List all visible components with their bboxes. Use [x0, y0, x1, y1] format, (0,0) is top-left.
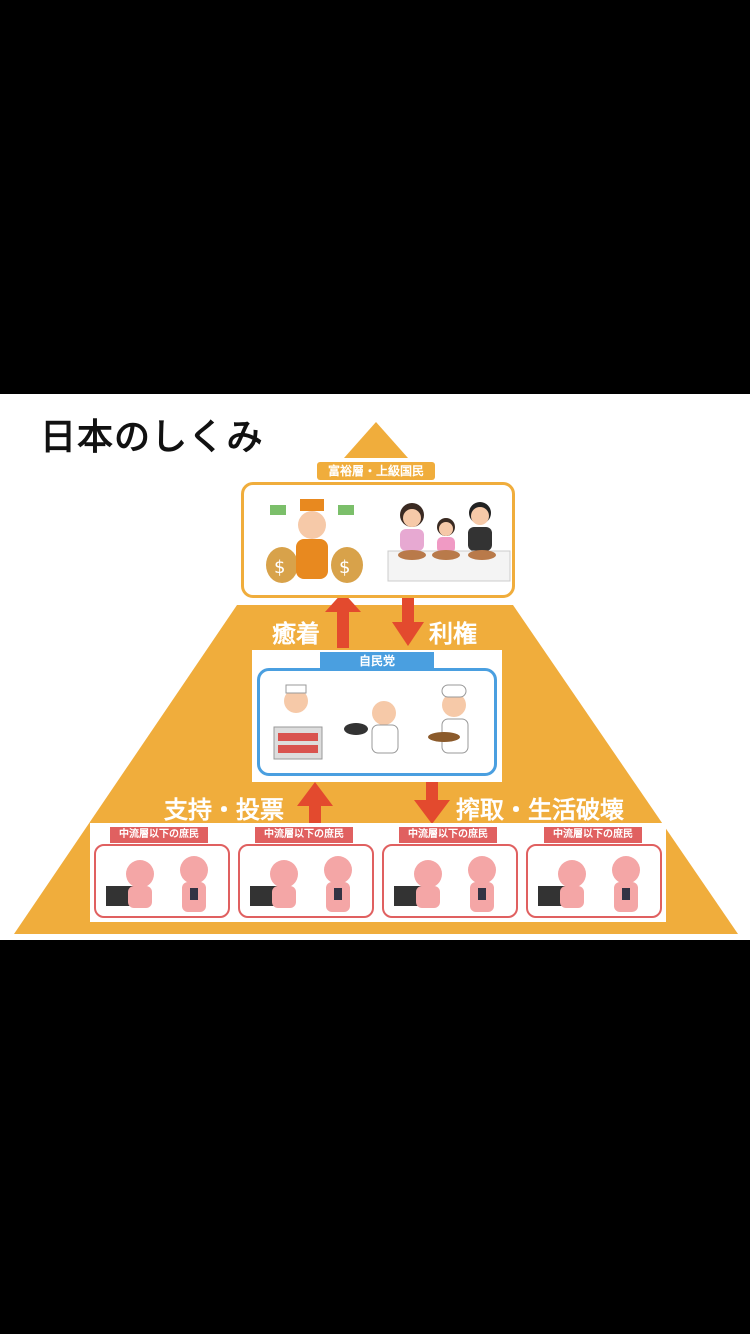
pigs-illustration-3 — [394, 856, 496, 912]
bottom-tag-1: 中流層以下の庶民 — [110, 827, 208, 843]
svg-text:$: $ — [339, 557, 350, 578]
pyramid-apex — [344, 422, 408, 458]
arrow-down-bottom — [414, 778, 450, 824]
interests-label: 利権 — [429, 620, 477, 648]
rich-man-illustration: $ $ — [266, 499, 363, 583]
exploitation-label: 搾取・生活破壊 — [456, 796, 624, 824]
bottom-box-1 — [94, 844, 230, 918]
bottom-tag-2: 中流層以下の庶民 — [255, 827, 353, 843]
svg-text:$: $ — [274, 557, 285, 578]
arrow-down-top — [392, 598, 424, 646]
middle-tier-box — [257, 668, 497, 776]
bottom-box-2 — [238, 844, 374, 918]
bottom-box-4 — [526, 844, 662, 918]
collusion-label: 癒着 — [272, 620, 320, 648]
bottom-box-3 — [382, 844, 518, 918]
slide: 日本のしくみ 富裕層・上級国民 $ $ — [0, 394, 750, 940]
pigs-illustration-4 — [538, 856, 640, 912]
chefs-illustration — [273, 684, 469, 760]
bottom-tag-4: 中流層以下の庶民 — [544, 827, 642, 843]
pigs-illustration-1 — [106, 856, 208, 912]
page-title: 日本のしくみ — [40, 417, 264, 458]
pigs-illustration-2 — [250, 856, 352, 912]
family-dining-illustration — [387, 502, 511, 582]
middle-tier-tag: 自民党 — [320, 652, 434, 670]
bottom-tag-3: 中流層以下の庶民 — [399, 827, 497, 843]
arrow-up-top — [325, 592, 361, 648]
top-tier-box: $ $ — [241, 482, 515, 598]
support-vote-label: 支持・投票 — [164, 796, 284, 824]
top-tier-tag: 富裕層・上級国民 — [317, 462, 435, 480]
